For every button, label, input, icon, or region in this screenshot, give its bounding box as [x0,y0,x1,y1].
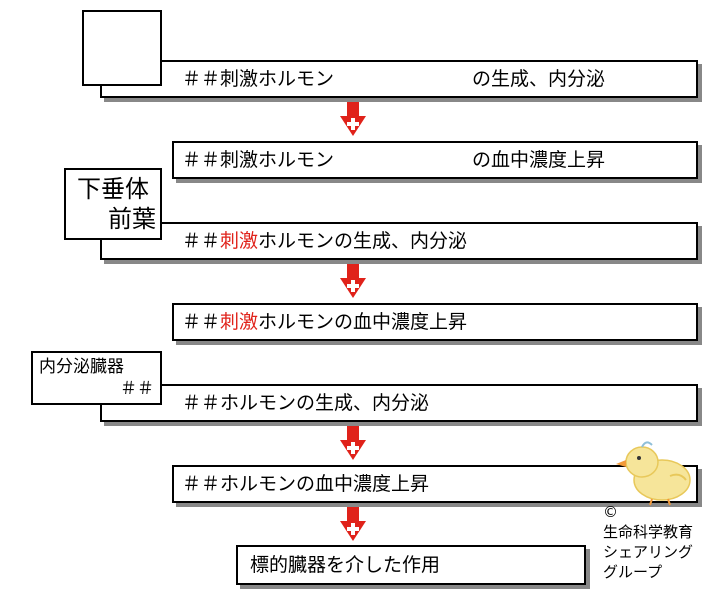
pituitary-label-line1: 下垂体 [77,175,149,203]
step-3-box: ＃＃刺激ホルモンの生成、内分泌 [100,222,698,260]
endocrine-organ-box: 内分泌臓器 ＃＃ [31,351,162,405]
down-arrow-plus-icon [340,102,366,136]
step-2-box: ＃＃刺激ホルモン の血中濃度上昇 [172,141,698,179]
down-arrow-plus-icon [340,264,366,298]
endocrine-label-line1: 内分泌臓器 [39,357,124,377]
step-2-prefix: ＃＃刺激ホルモン [182,148,335,171]
pituitary-box: 下垂体 前葉 [64,168,162,240]
credit-text: © 生命科学教育 シェアリング グループ [603,502,693,582]
step-4-suffix: ホルモンの血中濃度上昇 [258,310,468,333]
step-4-box: ＃＃刺激ホルモンの血中濃度上昇 [172,303,698,341]
step-7-text: 標的臓器を介した作用 [250,553,441,576]
down-arrow-plus-icon [340,426,366,460]
step-5-box: ＃＃ホルモンの生成、内分泌 [100,384,698,422]
step-7-box: 標的臓器を介した作用 [236,545,586,585]
copyright-mark: © [603,503,618,521]
step-4-red-text: 刺激 [220,310,259,333]
step-3-suffix: ホルモンの生成、内分泌 [258,229,468,252]
credit-line-1: 生命科学教育 [603,523,694,541]
step-3-red-text: 刺激 [220,229,259,252]
step-1-suffix: の生成、内分泌 [472,67,606,90]
step-5-text: ＃＃ホルモンの生成、内分泌 [182,391,430,414]
step-6-box: ＃＃ホルモンの血中濃度上昇 [172,465,698,503]
credit-line-3: グループ [603,563,663,581]
step-1-box: ＃＃刺激ホルモン の生成、内分泌 [100,60,698,98]
step-1-prefix: ＃＃刺激ホルモン [182,67,335,90]
step-2-suffix: の血中濃度上昇 [472,148,606,171]
chick-mascot-icon [616,441,691,506]
down-arrow-plus-icon [340,507,366,541]
endocrine-label-line2: ＃＃ [120,379,154,399]
credit-line-2: シェアリング [603,543,694,561]
step-4-prefix: ＃＃ [182,310,221,333]
hypothalamus-box-front [82,10,162,86]
step-6-text: ＃＃ホルモンの血中濃度上昇 [182,472,430,495]
pituitary-label-line2: 前葉 [108,205,156,233]
step-3-prefix: ＃＃ [182,229,221,252]
